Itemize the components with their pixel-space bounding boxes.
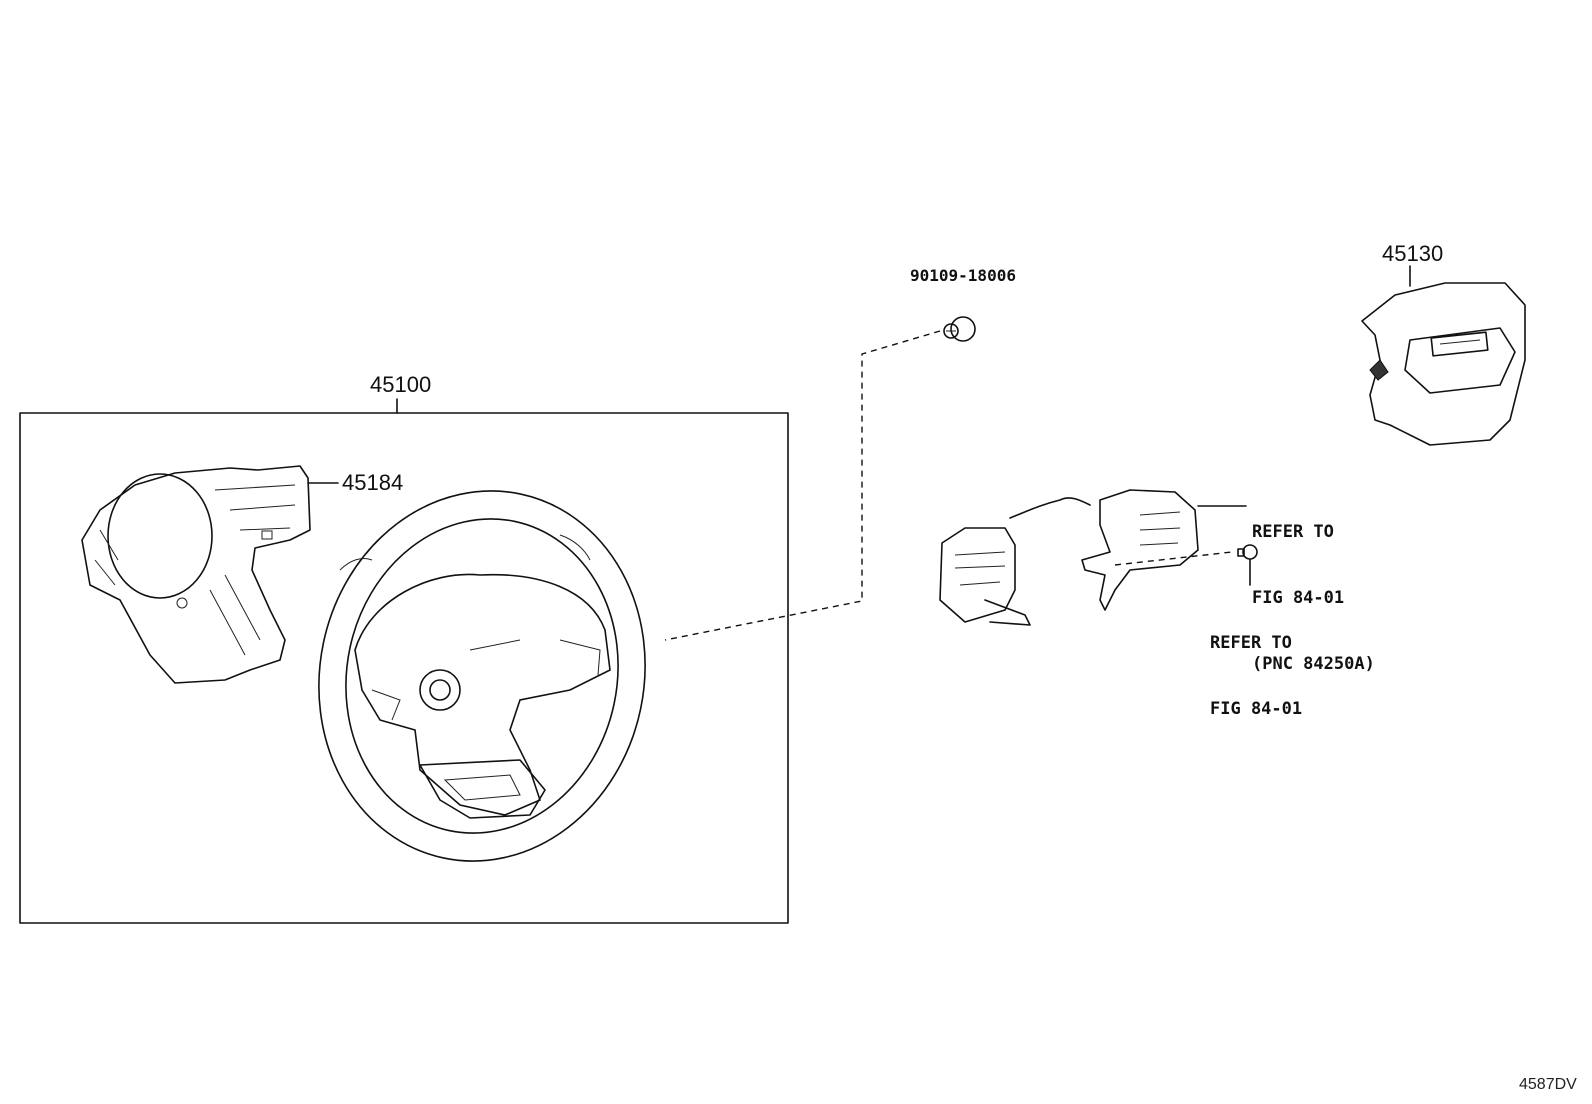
refer-switch-line-1: REFER TO	[1252, 522, 1334, 542]
label-assembly-45100: 45100	[370, 372, 432, 397]
refer-switch-line-3: (PNC 84250A)	[1252, 654, 1375, 674]
lower-cover-drawing	[81, 465, 339, 684]
drawing-code: 4587DV	[1519, 1076, 1577, 1093]
refer-screw-line-1: REFER TO	[1210, 633, 1292, 653]
steering-wheel-drawing	[318, 490, 646, 862]
label-refer-screw: REFER TO FIG 84-01	[1210, 588, 1302, 764]
bolt-dashed-leader	[664, 330, 941, 641]
bolt-drawing	[943, 316, 976, 342]
switch-assembly-drawing	[939, 489, 1258, 626]
label-bolt-90109-18006: 90109-18006	[910, 266, 1016, 285]
label-cover-45184: 45184	[342, 470, 404, 495]
refer-switch-line-2: FIG 84-01	[1252, 588, 1345, 608]
refer-screw-line-2: FIG 84-01	[1210, 699, 1303, 719]
label-refer-switch: REFER TO FIG 84-01 (PNC 84250A)	[1252, 477, 1375, 719]
assembly-frame	[19, 412, 789, 924]
label-pad-45130: 45130	[1382, 241, 1444, 266]
horn-pad-drawing	[1361, 265, 1526, 446]
